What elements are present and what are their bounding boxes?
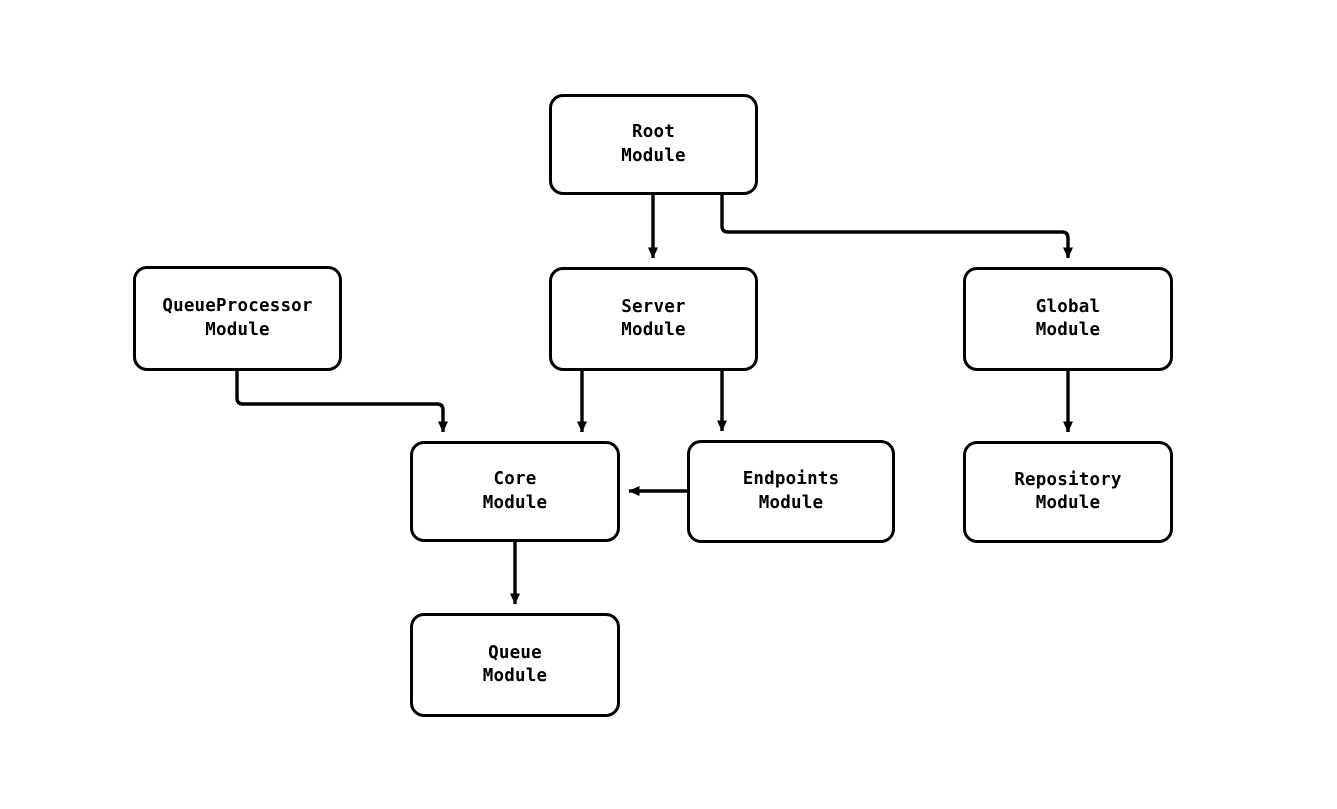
node-endpoints-module-label: Endpoints Module — [742, 469, 840, 513]
node-repository-module[interactable]: Repository Module — [963, 441, 1173, 543]
node-server-module[interactable]: Server Module — [549, 267, 758, 371]
node-queueprocessor-module[interactable]: QueueProcessor Module — [133, 266, 342, 371]
node-repository-module-label: Repository Module — [1014, 469, 1122, 513]
node-queue-module[interactable]: Queue Module — [410, 613, 620, 717]
node-global-module[interactable]: Global Module — [963, 267, 1173, 371]
node-core-module-label: Core Module — [482, 469, 548, 513]
node-server-module-label: Server Module — [621, 296, 686, 340]
edge-root-to-global — [720, 195, 1073, 259]
node-endpoints-module[interactable]: Endpoints Module — [687, 440, 895, 543]
node-queue-module-label: Queue Module — [482, 642, 548, 686]
node-root-module[interactable]: Root Module — [549, 94, 758, 195]
node-root-module-label: Root Module — [621, 122, 686, 166]
node-core-module[interactable]: Core Module — [410, 441, 620, 542]
node-global-module-label: Global Module — [1035, 296, 1101, 340]
node-queueprocessor-module-label: QueueProcessor Module — [162, 296, 313, 340]
edge-queueprocessor-to-core — [235, 371, 448, 433]
